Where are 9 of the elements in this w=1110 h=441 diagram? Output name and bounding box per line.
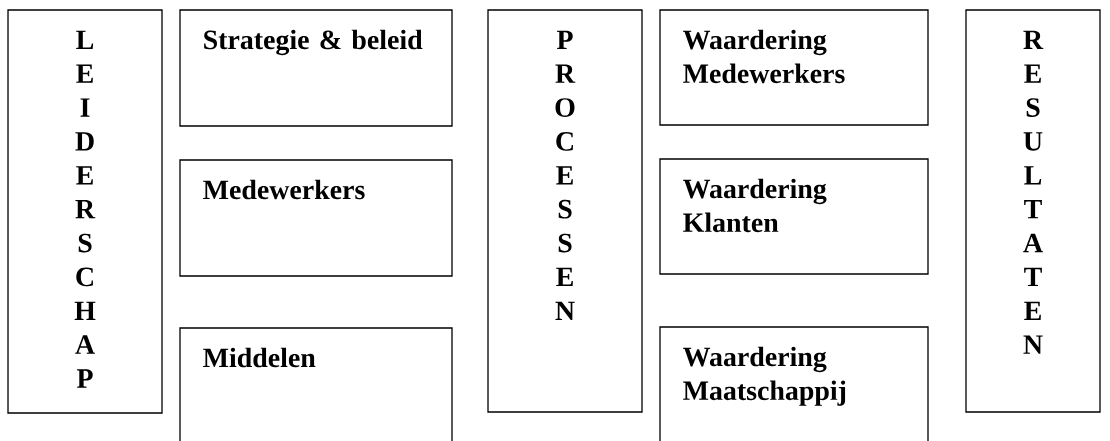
text-box: Waardering Medewerkers: [659, 9, 929, 126]
label-column: L E I D E R S C H A P: [7, 9, 163, 414]
text-box: Strategie & beleid: [179, 9, 453, 127]
text-box: Waardering Klanten: [659, 158, 929, 275]
text-box: Medewerkers: [179, 159, 453, 277]
label-column: P R O C E S S E N: [487, 9, 643, 413]
text-box: Waardering Maatschappij: [659, 326, 929, 441]
text-box: Middelen: [179, 327, 453, 441]
label-column: R E S U L T A T E N: [965, 9, 1101, 413]
